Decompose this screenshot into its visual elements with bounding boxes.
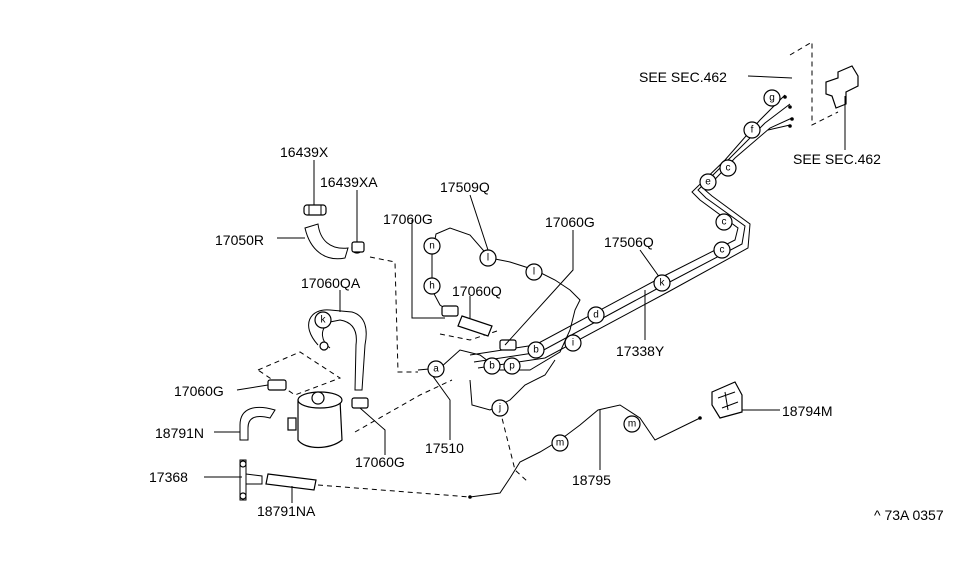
svg-text:m: m [556,438,564,449]
label-17060g-b: 17060G [545,214,595,230]
label-17368: 17368 [149,469,188,485]
svg-text:n: n [429,241,435,252]
tag-k1: k [653,274,671,292]
svg-text:h: h [429,281,435,292]
svg-text:l: l [487,253,489,264]
svg-text:k: k [660,278,666,289]
hose-18791na [265,473,317,491]
svg-text:d: d [593,310,599,321]
main-fuel-tube-bundle [469,94,794,369]
tag-c1: c [719,159,737,177]
tag-b1: b [527,341,545,359]
tag-c2: c [715,213,733,231]
tag-g: g [763,89,781,107]
label-see-sec-top: SEE SEC.462 [639,69,727,85]
label-16439x: 16439X [280,144,329,160]
clamp-17060g-bottom [351,397,369,409]
svg-text:j: j [498,403,501,414]
svg-text:e: e [705,177,711,188]
label-17050r: 17050R [215,232,264,248]
svg-text:c: c [722,217,727,228]
tag-h: h [423,277,441,295]
label-17060g-c: 17060G [174,383,224,399]
tag-l2: l [525,263,543,281]
tag-p: p [503,357,521,375]
label-17060q: 17060Q [452,283,502,299]
svg-text:b: b [489,361,495,372]
hose-17050r [304,223,349,260]
label-17060g-d: 17060G [355,454,405,470]
label-18795: 18795 [572,472,611,488]
tag-i: i [564,334,582,352]
connector-sec462 [825,65,859,109]
tag-m1: m [551,434,569,452]
tag-c3: c [713,241,731,259]
label-see-sec-right: SEE SEC.462 [793,151,881,167]
tag-l1: l [479,249,497,267]
label-17509q: 17509Q [440,179,490,195]
hose-18791n [239,406,276,441]
svg-text:m: m [628,419,636,430]
svg-text:c: c [720,245,725,256]
hose-17060q [441,305,493,337]
label-17510: 17510 [425,440,464,456]
svg-text:g: g [769,93,775,104]
tag-n: n [423,237,441,255]
label-ref-code: ^ 73A 0357 [874,507,944,523]
tag-f: f [743,121,761,139]
label-17338y: 17338Y [616,343,665,359]
tag-k2: k [314,311,332,329]
tube-18795 [468,404,702,499]
label-16439xa: 16439XA [320,174,378,190]
tag-m2: m [623,415,641,433]
svg-text:b: b [533,345,539,356]
tag-markers: g f e c c c k d i b p b a j n h l l k m … [314,89,781,452]
clip-16439x [303,204,327,216]
tee-17368 [239,459,263,501]
svg-text:k: k [321,315,327,326]
svg-text:c: c [726,163,731,174]
part-labels: SEE SEC.462 SEE SEC.462 16439X 16439XA 1… [149,69,944,523]
leader-lines [204,75,846,503]
label-17506q: 17506Q [604,234,654,250]
label-18791n: 18791N [155,425,204,441]
svg-text:l: l [533,267,535,278]
clamp-17060g-mid [499,339,517,351]
label-17060qa: 17060QA [301,275,361,291]
svg-text:p: p [509,361,515,372]
label-18791na: 18791NA [257,503,316,519]
evap-canister [287,391,343,449]
label-18794m: 18794M [782,403,833,419]
clamp-17060g-left [267,379,287,391]
tag-d: d [587,306,605,324]
clamp-16439xa [351,241,365,254]
svg-text:f: f [751,125,754,136]
tag-e: e [699,173,717,191]
tag-j: j [491,399,509,417]
dashed-guides [256,41,839,498]
svg-text:a: a [433,364,439,375]
tag-a: a [427,360,445,378]
svg-text:i: i [572,338,574,349]
label-17060g-a: 17060G [383,211,433,227]
tag-b2: b [483,357,501,375]
return-tube-17510 [417,227,581,411]
bracket-18794m [711,381,743,419]
